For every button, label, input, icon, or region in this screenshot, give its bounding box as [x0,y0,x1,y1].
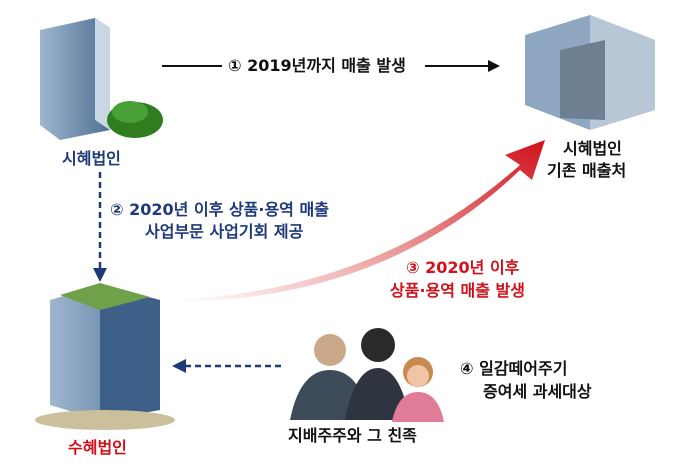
step2-text-line2: 사업부문 사업기회 제공 [145,222,304,241]
step3-text-line1: ③ 2020년 이후 [406,258,520,277]
arrow-step2 [93,172,107,282]
step4-text-line1: ④ 일감떼어주기 [460,359,568,378]
step2-text-line1: ② 2020년 이후 상품·용역 매출 [110,200,329,219]
donor-label: 시혜법인 [62,149,121,168]
arrow-step3 [175,140,545,302]
step4-text-line2: 증여세 과세대상 [483,382,592,401]
beneficiary-label: 수혜법인 [68,438,127,457]
shareholders-label: 지배주주와 그 친족 [288,426,417,445]
customer-label-line1: 시혜법인 [563,139,622,158]
shareholders-people-icon [290,328,444,422]
arrow-step4 [172,359,285,373]
step1-text: ① 2019년까지 매출 발생 [228,56,406,75]
customer-building-icon [525,15,655,130]
step3-text-line2: 상품·용역 매출 발생 [390,281,525,300]
donor-building-icon [40,18,163,140]
beneficiary-building-icon [35,283,175,430]
customer-label-line2: 기존 매출처 [547,161,627,180]
arrow-step1 [162,60,500,72]
